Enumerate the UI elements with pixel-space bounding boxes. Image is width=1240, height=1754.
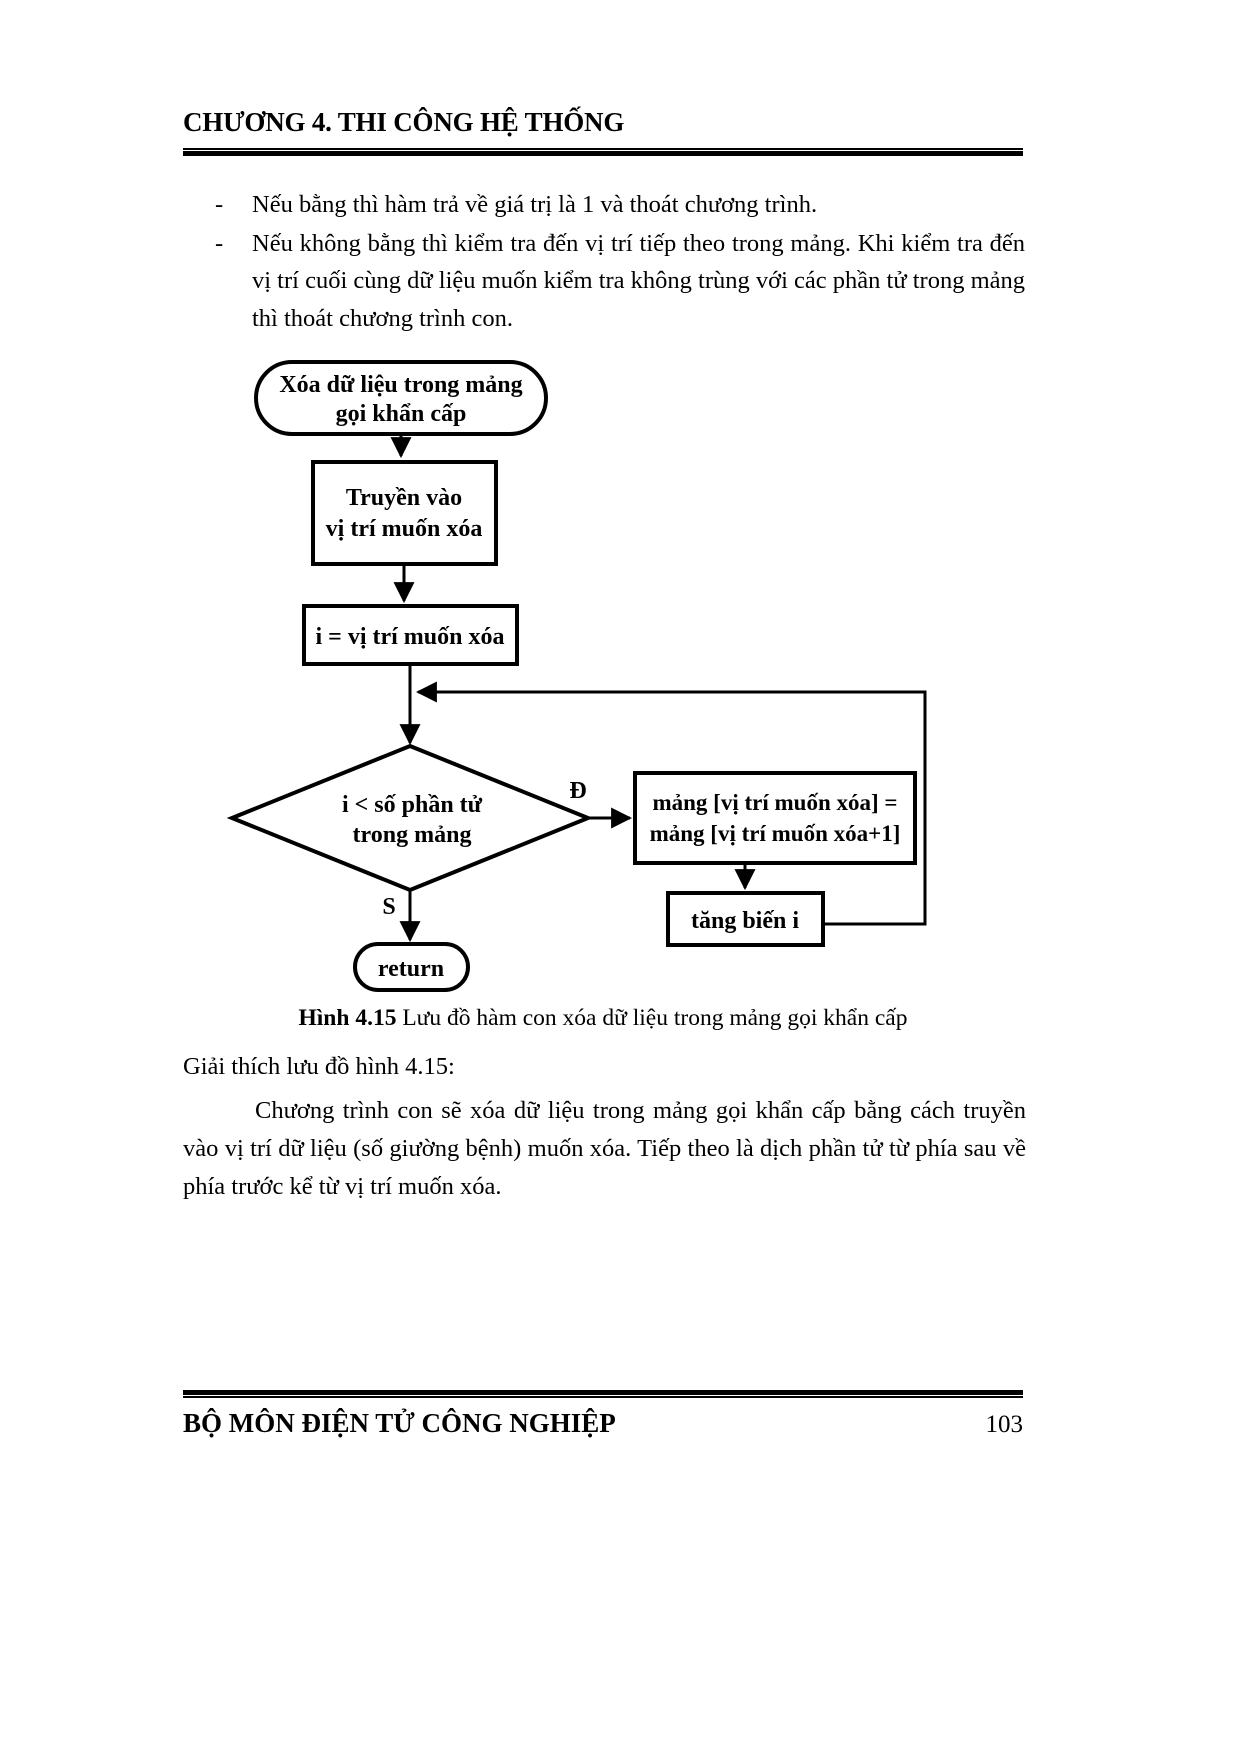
flow-process-init-box: [302, 604, 519, 666]
figure-caption: Hình 4.15 Lưu đồ hàm con xóa dữ liệu tro…: [183, 1005, 1023, 1032]
footer-divider-rule: [183, 1390, 1023, 1398]
flowchart-figure: Xóa dữ liệu trong mảng gọi khẩn cấp Truy…: [180, 348, 1060, 998]
flow-end-line1: return: [378, 956, 444, 982]
running-header: CHƯƠNG 4. THI CÔNG HỆ THỐNG: [183, 107, 1023, 137]
running-footer: BỘ MÔN ĐIỆN TỬ CÔNG NGHIỆP 103: [183, 1408, 1023, 1439]
bullet-list: - Nếu bằng thì hàm trả về giá trị là 1 v…: [215, 186, 1025, 337]
flow-process-increment-line1: tăng biến i: [691, 908, 799, 934]
bullet-dash-icon: -: [215, 230, 224, 258]
flow-process-shift-box: [633, 771, 917, 865]
paragraph-intro: Giải thích lưu đồ hình 4.15:: [183, 1053, 455, 1080]
flow-loop-back-path: [415, 681, 927, 926]
flow-process-input-box: [311, 460, 498, 566]
list-item: - Nếu không bằng thì kiểm tra đến vị trí…: [215, 225, 1025, 337]
bullet-dash-icon: -: [215, 191, 224, 218]
paragraph-body: Chương trình con sẽ xóa dữ liệu trong mả…: [183, 1097, 1026, 1200]
flow-process-increment-box: [666, 891, 825, 947]
flow-end-terminator: [353, 942, 470, 992]
flow-process-shift-line1: mảng [vị trí muốn xóa] =: [652, 790, 897, 815]
flow-start-line1: Xóa dữ liệu trong mảng: [279, 372, 522, 398]
flow-process-init-line1: i = vị trí muốn xóa: [315, 624, 504, 650]
header-divider-rule: [183, 148, 1023, 156]
flow-process-shift-line2: mảng [vị trí muốn xóa+1]: [650, 821, 901, 846]
bullet-text: Nếu bằng thì hàm trả về giá trị là 1 và …: [252, 191, 818, 218]
flow-process-input-line1: Truyền vào: [346, 485, 462, 511]
footer-department: BỘ MÔN ĐIỆN TỬ CÔNG NGHIỆP: [183, 1408, 616, 1438]
figure-number: Hình 4.15: [298, 1005, 397, 1031]
figure-caption-text: Lưu đồ hàm con xóa dữ liệu trong mảng gọ…: [396, 1005, 908, 1031]
flow-decision-line1: i < số phần tử: [342, 792, 483, 818]
bullet-text: Nếu không bằng thì kiểm tra đến vị trí t…: [252, 230, 1025, 332]
flow-branch-yes-label: Đ: [569, 778, 586, 804]
flow-start-line2: gọi khẩn cấp: [336, 401, 467, 427]
list-item: - Nếu bằng thì hàm trả về giá trị là 1 v…: [215, 186, 1025, 223]
flow-decision-diamond: [226, 743, 594, 893]
flow-decision-line2: trong mảng: [353, 822, 472, 848]
page-number: 103: [985, 1411, 1024, 1438]
flow-branch-no-label: S: [382, 894, 395, 920]
chapter-title: CHƯƠNG 4. THI CÔNG HỆ THỐNG: [183, 107, 625, 137]
flow-process-input-line2: vị trí muốn xóa: [326, 516, 483, 542]
